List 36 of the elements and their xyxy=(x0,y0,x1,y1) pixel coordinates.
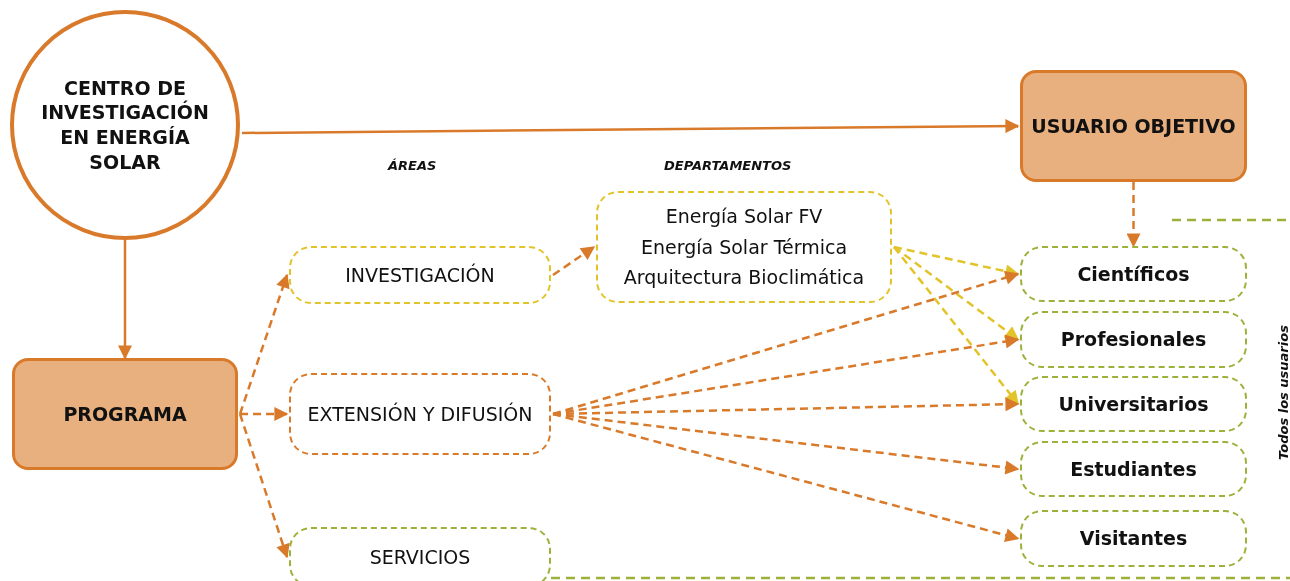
annotation-label: ÁREAS xyxy=(388,158,437,173)
user-box xyxy=(1020,246,1247,302)
node-label: SERVICIOS xyxy=(369,544,471,570)
arrow xyxy=(242,119,1020,135)
area-box xyxy=(289,527,551,581)
arrow xyxy=(118,240,132,360)
node-label: Arquitectura Bioclimática xyxy=(623,265,865,291)
node-label: Estudiantes xyxy=(1070,456,1197,482)
arrow xyxy=(893,246,1020,341)
arrow xyxy=(552,245,596,277)
arrow xyxy=(238,273,290,415)
node-label: Científicos xyxy=(1077,261,1190,287)
arrow xyxy=(1126,182,1141,248)
node-label: Energía Solar Térmica xyxy=(640,234,848,260)
node-label: Energía Solar FV xyxy=(665,204,823,230)
area-box xyxy=(289,373,551,455)
arrow xyxy=(238,413,290,559)
node-label: Universitarios xyxy=(1058,391,1209,417)
arrow xyxy=(552,412,1020,542)
area-box xyxy=(289,246,551,304)
node-label: PROGRAMA xyxy=(63,403,187,425)
node-label: Visitantes xyxy=(1079,526,1188,552)
node-label: Profesionales xyxy=(1060,327,1207,353)
arrow xyxy=(240,407,289,421)
node-label: CENTRO DE INVESTIGACIÓN EN ENERGÍA SOLAR xyxy=(40,75,210,175)
arrow xyxy=(552,334,1020,416)
node-label: USUARIO OBJETIVO xyxy=(1031,115,1236,137)
target-box xyxy=(1020,70,1247,182)
user-box xyxy=(1020,376,1247,432)
department-box xyxy=(596,191,892,303)
annotation-label: DEPARTAMENTOS xyxy=(664,158,792,173)
arrow xyxy=(893,246,1019,406)
annotation-label: Todos los usuarios xyxy=(1275,325,1290,460)
program-box xyxy=(12,358,238,470)
node-label: INVESTIGACIÓN xyxy=(345,262,495,288)
node-label: EXTENSIÓN Y DIFUSIÓN xyxy=(307,401,533,427)
